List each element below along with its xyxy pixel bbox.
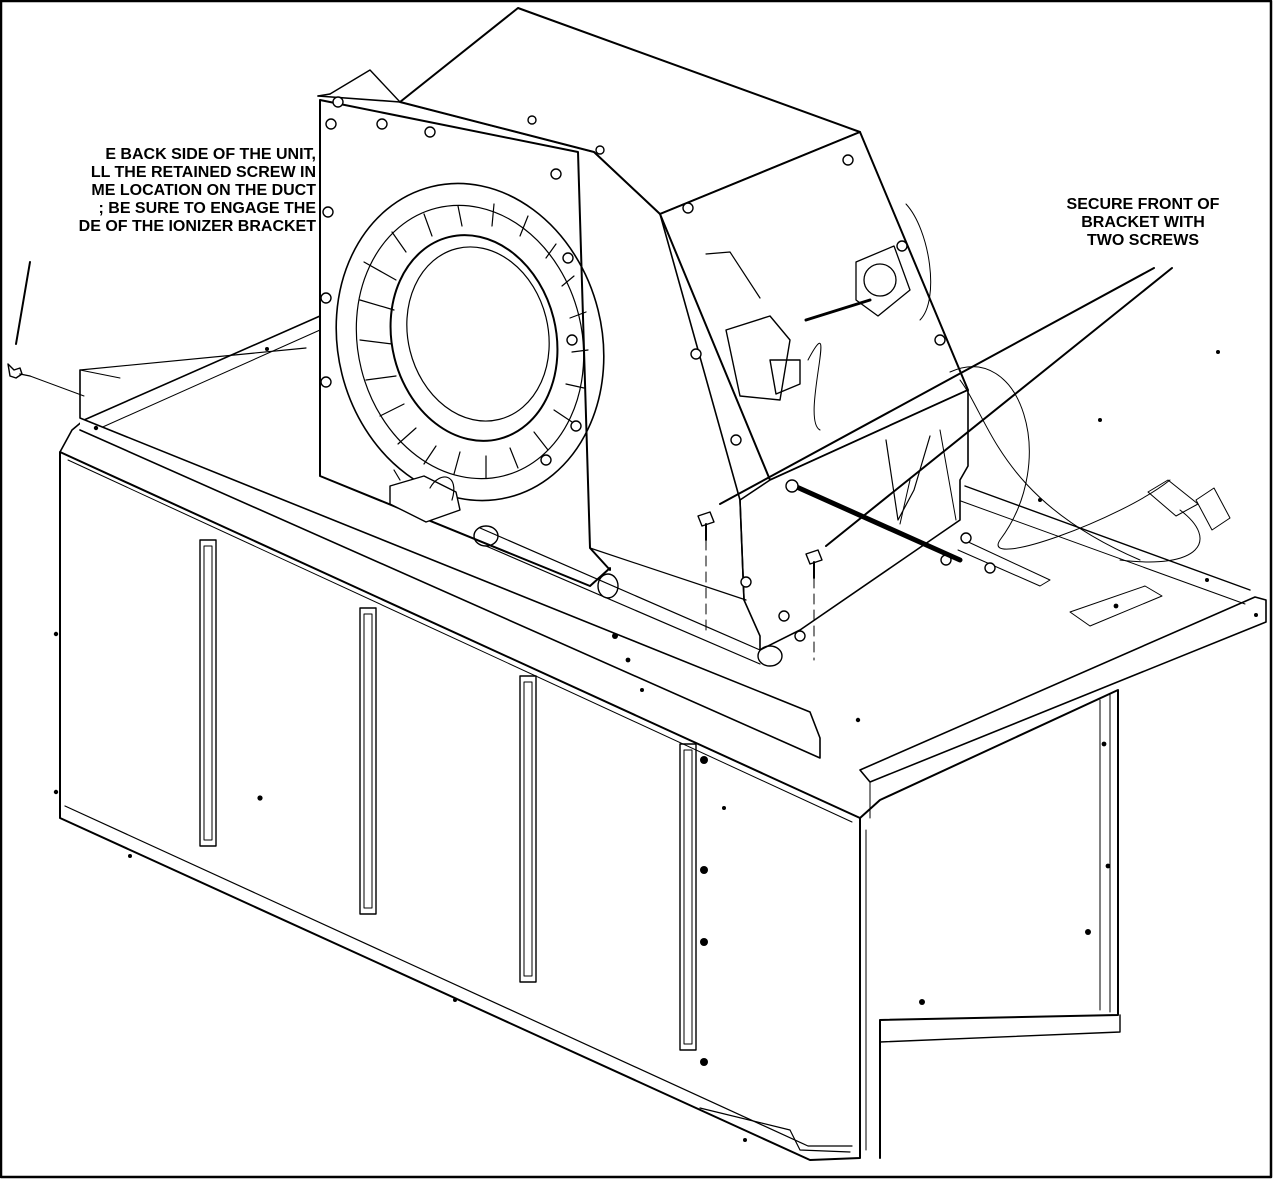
- blower-housing: [317, 7, 1201, 651]
- screw-icon-left: [7, 363, 31, 379]
- callout-back-side-line-2: LL THE RETAINED SCREW IN: [90, 164, 316, 181]
- callout-back-side-line-1: E BACK SIDE OF THE UNIT,: [105, 146, 316, 163]
- pressure-switch: [804, 203, 932, 322]
- alignment-lines: [705, 539, 815, 661]
- front-panel-slots: [199, 539, 697, 1051]
- panel-fasteners: [53, 347, 1258, 1142]
- callout-front-bracket: SECURE FRONT OF BRACKET WITH TWO SCREWS: [1020, 196, 1266, 250]
- housing-bolts: [320, 96, 996, 642]
- leader-lines: [15, 261, 1173, 547]
- callout-back-side-line-5: DE OF THE IONIZER BRACKET: [78, 218, 316, 235]
- callout-front-bracket-line-1: SECURE FRONT OF: [1066, 196, 1220, 213]
- screw-icon-front-2: [805, 549, 823, 579]
- base-cabinet: [59, 315, 1267, 1161]
- alignment-line-left: [29, 375, 85, 397]
- blower-inlet: [335, 182, 605, 502]
- screw-icon-front-1: [697, 511, 715, 541]
- callout-back-side-line-3: ME LOCATION ON THE DUCT: [91, 182, 316, 199]
- callout-front-bracket-line-2: BRACKET WITH: [1081, 214, 1205, 231]
- callout-back-side-line-4: ; BE SURE TO ENGAGE THE: [98, 200, 316, 217]
- callout-back-side: E BACK SIDE OF THE UNIT, LL THE RETAINED…: [0, 146, 316, 236]
- ionizer-bracket: [389, 469, 963, 667]
- callout-front-bracket-line-3: TWO SCREWS: [1087, 232, 1199, 249]
